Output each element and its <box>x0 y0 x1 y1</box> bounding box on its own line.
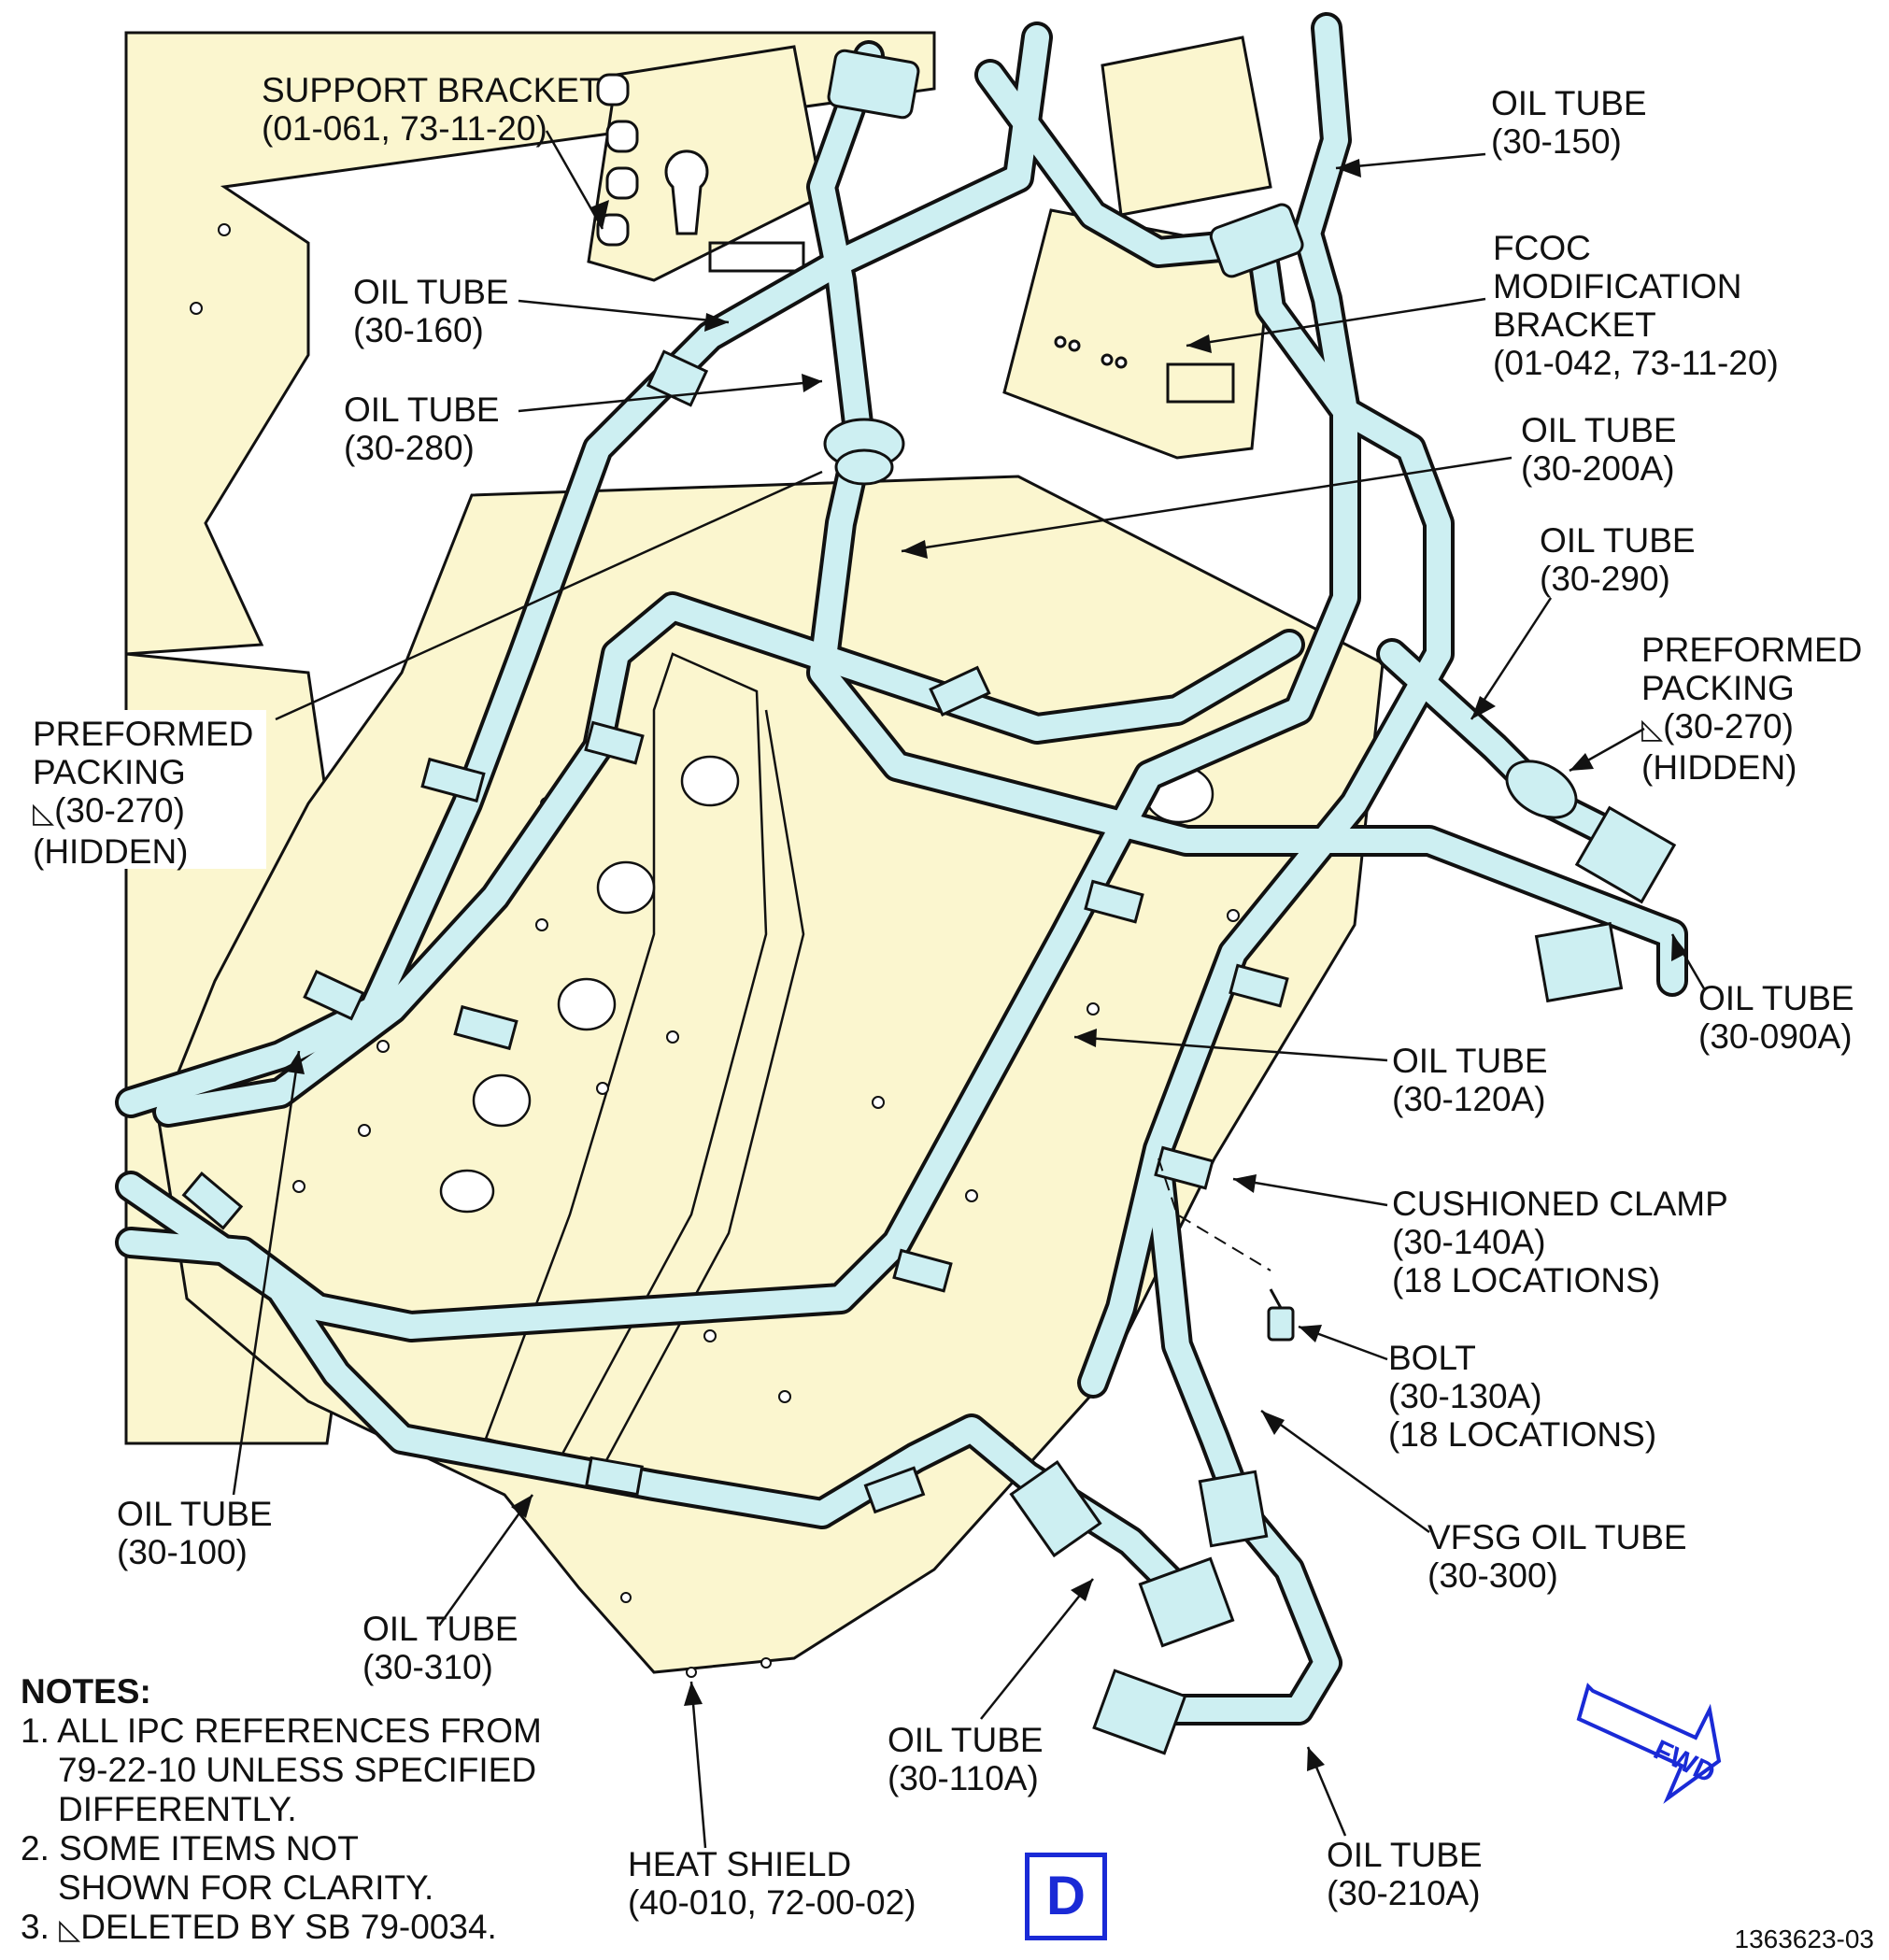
oil-tube-30-290 <box>1380 642 1638 853</box>
packing-left-backdrop <box>23 710 266 869</box>
tube-fittings <box>823 49 1677 1755</box>
bolt-install-line <box>1158 1158 1271 1271</box>
oil-tube-30-300 <box>1118 1156 1339 1722</box>
support-bracket-drawing <box>587 45 824 282</box>
deleted-triangle-icon: ◺ <box>33 798 55 829</box>
leader-lines <box>232 130 1707 1849</box>
notes-block: NOTES: 1. ALL IPC REFERENCES FROM 79-22-… <box>21 1672 542 1950</box>
label-oil-tube-30-150: OIL TUBE(30-150) <box>1491 84 1647 161</box>
oil-tube-30-160 <box>119 25 1049 1115</box>
label-oil-tube-30-280: OIL TUBE(30-280) <box>344 391 500 467</box>
oil-tube-30-150 <box>119 16 1357 1339</box>
note-1: 1. ALL IPC REFERENCES FROM <box>21 1711 542 1750</box>
notes-heading: NOTES: <box>21 1672 151 1711</box>
oil-tube-30-100 <box>156 595 1301 1124</box>
leader-arrowheads <box>286 159 1687 1771</box>
heat-shield-flange <box>596 709 805 1477</box>
label-bolt: BOLT(30-130A) (18 LOCATIONS) <box>1388 1339 1657 1454</box>
label-oil-tube-30-110a: OIL TUBE(30-110A) <box>888 1721 1044 1797</box>
label-oil-tube-30-210a: OIL TUBE(30-210A) <box>1327 1836 1483 1912</box>
label-cushioned-clamp: CUSHIONED CLAMP(30-140A) (18 LOCATIONS) <box>1392 1185 1728 1300</box>
label-oil-tube-30-100: OIL TUBE(30-100) <box>117 1495 273 1571</box>
label-oil-tube-30-160: OIL TUBE(30-160) <box>353 273 509 349</box>
note-1-line-3: DIFFERENTLY. <box>58 1790 297 1828</box>
fwd-arrow: FWD <box>1576 1683 1722 1804</box>
label-vfsg-oil-tube: VFSG OIL TUBE(30-300) <box>1427 1518 1687 1595</box>
figure-number: 1363623-03 <box>1734 1924 1874 1953</box>
deleted-triangle-icon: ◺ <box>1641 714 1664 745</box>
deleted-triangle-icon: ◺ <box>59 1914 81 1945</box>
label-oil-tube-30-200a: OIL TUBE(30-200A) <box>1521 411 1677 488</box>
bolt-drawing <box>1267 1288 1295 1342</box>
note-2: 2. SOME ITEMS NOT <box>21 1829 359 1868</box>
oil-tube-30-280 <box>810 44 1684 993</box>
label-oil-tube-30-290: OIL TUBE(30-290) <box>1540 521 1696 598</box>
label-oil-tube-30-120a: OIL TUBE(30-120A) <box>1392 1042 1548 1118</box>
note-1-line-2: 79-22-10 UNLESS SPECIFIED <box>58 1751 537 1789</box>
fcoc-bracket-drawing <box>1002 36 1272 460</box>
oil-tube-30-200a <box>978 63 1451 1395</box>
label-oil-tube-30-310: OIL TUBE(30-310) <box>362 1610 518 1686</box>
label-heat-shield: HEAT SHIELD(40-010, 72-00-02) <box>628 1845 916 1922</box>
view-letter: D <box>1025 1853 1107 1940</box>
label-oil-tube-30-090a: OIL TUBE(30-090A) <box>1698 979 1854 1056</box>
note-3: 3. ◺DELETED BY SB 79-0034. <box>21 1908 497 1946</box>
label-support-bracket: SUPPORT BRACKET(01-061, 73-11-20) <box>262 71 601 148</box>
note-2-line-2: SHOWN FOR CLARITY. <box>58 1868 434 1907</box>
heat-shield-holes <box>439 755 1214 1214</box>
